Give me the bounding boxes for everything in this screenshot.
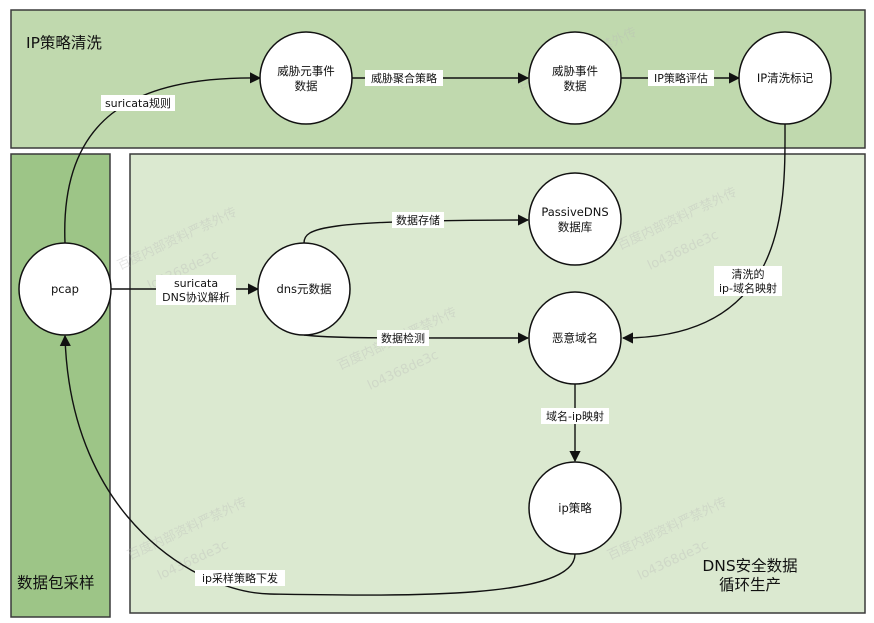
svg-text:pcap: pcap — [51, 282, 79, 296]
node-ip-policy: ip策略 — [528, 461, 622, 555]
edge-label-suricata-rules: suricata规则 — [101, 95, 175, 111]
svg-text:数据存储: 数据存储 — [396, 213, 440, 227]
svg-text:恶意域名: 恶意域名 — [552, 331, 598, 345]
svg-text:威胁事件: 威胁事件 — [552, 64, 598, 78]
svg-text:ip策略: ip策略 — [558, 501, 592, 515]
svg-text:dns元数据: dns元数据 — [276, 282, 332, 296]
node-passive-dns-db: PassiveDNS 数据库 — [528, 172, 622, 266]
edge-label-suricata-dns: suricata DNS协议解析 — [156, 275, 236, 305]
svg-text:数据: 数据 — [564, 79, 587, 93]
edge-dns-meta-to-passive-dns — [303, 214, 530, 244]
node-ip-clean-mark: IP清洗标记 — [738, 31, 832, 125]
svg-text:清洗的: 清洗的 — [732, 267, 765, 281]
node-dns-metadata: dns元数据 — [257, 242, 351, 336]
node-pcap: pcap — [18, 242, 112, 336]
svg-text:数据库: 数据库 — [558, 220, 593, 234]
svg-text:威胁元事件: 威胁元事件 — [277, 64, 335, 78]
svg-text:ip-域名映射: ip-域名映射 — [719, 281, 777, 295]
edge-label-ip-sampling-policy: ip采样策略下发 — [195, 570, 285, 586]
edge-label-data-storage: 数据存储 — [392, 212, 444, 228]
svg-text:suricata: suricata — [174, 277, 218, 290]
svg-text:威胁聚合策略: 威胁聚合策略 — [371, 71, 437, 85]
edge-label-threat-aggregation: 威胁聚合策略 — [365, 70, 443, 86]
edge-label-data-detection: 数据检测 — [377, 330, 429, 346]
svg-text:数据检测: 数据检测 — [381, 331, 425, 345]
svg-text:suricata规则: suricata规则 — [105, 96, 171, 110]
edge-label-ip-policy-eval: IP策略评估 — [648, 70, 714, 86]
edge-dns-meta-to-malicious-domain — [303, 332, 530, 344]
region-dns-security-loop — [129, 153, 866, 614]
edge-ip-policy-to-pcap — [59, 334, 576, 596]
node-threat-event: 威胁事件 数据 — [528, 31, 622, 125]
region-packet-sampling — [10, 153, 111, 618]
svg-text:IP策略评估: IP策略评估 — [654, 71, 708, 85]
region-title-packet-sampling: 数据包采样 — [17, 574, 95, 592]
region-title-ip-policy-cleaning: IP策略清洗 — [26, 34, 102, 52]
edge-pcap-to-threat-meta — [64, 72, 262, 244]
svg-text:ip采样策略下发: ip采样策略下发 — [202, 571, 278, 585]
node-threat-meta-event: 威胁元事件 数据 — [259, 31, 353, 125]
edge-label-domain-ip-mapping: 域名-ip映射 — [541, 408, 609, 424]
svg-text:IP清洗标记: IP清洗标记 — [757, 71, 814, 85]
svg-text:数据: 数据 — [295, 79, 318, 93]
region-title-dns-loop-line-1: DNS安全数据 — [702, 557, 797, 575]
svg-text:域名-ip映射: 域名-ip映射 — [546, 409, 604, 423]
svg-text:PassiveDNS: PassiveDNS — [541, 205, 608, 219]
edge-label-cleaned-mapping: 清洗的 ip-域名映射 — [714, 266, 782, 296]
region-title-dns-loop-line-2: 循环生产 — [719, 576, 781, 594]
node-malicious-domain: 恶意域名 — [528, 291, 622, 385]
svg-text:DNS协议解析: DNS协议解析 — [162, 290, 230, 304]
edge-ip-clean-mark-to-malicious-domain — [621, 123, 786, 344]
